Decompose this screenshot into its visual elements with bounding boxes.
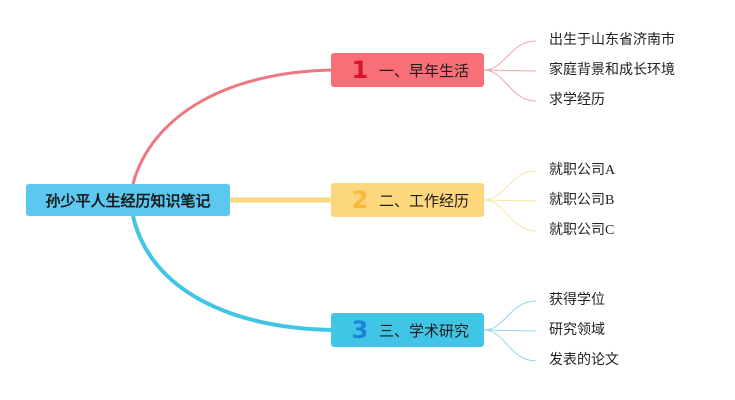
leaf-topic[interactable]: 就职公司C (549, 223, 615, 238)
branch-topic-research[interactable]: 3 三、学术研究 (331, 313, 484, 347)
branch-topic-label: 一、早年生活 (379, 61, 470, 80)
leaf-topic[interactable]: 求学经历 (549, 93, 605, 108)
leaf-topic[interactable]: 发表的论文 (549, 353, 619, 368)
branch-topic-early-life[interactable]: 1 一、早年生活 (331, 53, 484, 87)
root-topic-label: 孙少平人生经历知识笔记 (45, 191, 211, 210)
root-to-branch-1-line (131, 68, 334, 185)
leaf-topic[interactable]: 家庭背景和成长环境 (549, 63, 675, 78)
number-2-icon: 2 (351, 186, 369, 214)
leaf-topic[interactable]: 出生于山东省济南市 (549, 33, 675, 48)
branch-2-leaf-lines (483, 170, 537, 232)
branch-3-leaf-lines (483, 300, 537, 362)
leaf-topic[interactable]: 研究领域 (549, 323, 605, 338)
root-to-branch-3-line (131, 215, 334, 332)
branch-topic-work[interactable]: 2 二、工作经历 (331, 183, 484, 217)
branch-1-leaf-lines (483, 40, 537, 102)
number-3-icon: 3 (351, 316, 369, 344)
root-topic[interactable]: 孙少平人生经历知识笔记 (26, 184, 230, 216)
leaf-topic[interactable]: 获得学位 (549, 293, 605, 308)
branch-topic-label: 二、工作经历 (379, 191, 470, 210)
leaf-topic[interactable]: 就职公司B (549, 193, 615, 208)
branch-topic-label: 三、学术研究 (379, 321, 470, 340)
leaf-topic[interactable]: 就职公司A (549, 163, 616, 178)
number-1-icon: 1 (351, 56, 369, 84)
